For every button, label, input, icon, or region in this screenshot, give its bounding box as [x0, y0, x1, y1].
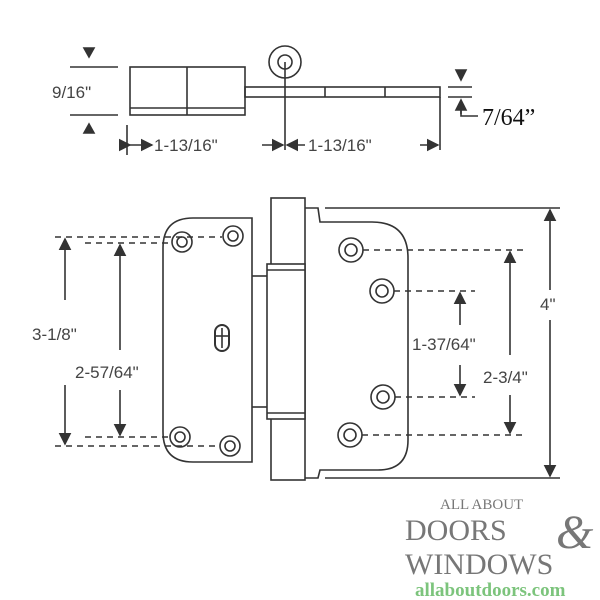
- logo-ampersand: &: [556, 506, 594, 559]
- label-right-inner: 1-37/64": [412, 335, 476, 354]
- logo-url: allaboutdoors.com: [415, 580, 566, 600]
- label-right-width: 1-13/16": [308, 136, 372, 155]
- label-left-inner: 2-57/64": [75, 363, 139, 382]
- label-left-outer: 3-1/8": [32, 325, 77, 344]
- label-right-outer: 2-3/4": [483, 368, 528, 387]
- logo-line1: ALL ABOUT: [440, 497, 523, 513]
- front-view: [55, 197, 560, 481]
- logo-line2: DOORS: [405, 514, 507, 547]
- brand-logo: ALL ABOUT DOORS & WINDOWS allaboutdoors.…: [405, 497, 594, 600]
- top-view: [70, 45, 478, 155]
- left-leaf: [162, 217, 253, 463]
- label-left-width: 1-13/16": [154, 136, 218, 155]
- label-thickness: 7/64”: [482, 105, 535, 131]
- adjust-screw: [214, 324, 230, 352]
- label-overall: 4": [540, 295, 556, 314]
- leaf-plate: [244, 86, 441, 98]
- logo-line3: WINDOWS: [405, 548, 553, 581]
- label-height: 9/16": [52, 83, 91, 102]
- screw-holes: [169, 225, 396, 457]
- right-leaf: [305, 207, 409, 479]
